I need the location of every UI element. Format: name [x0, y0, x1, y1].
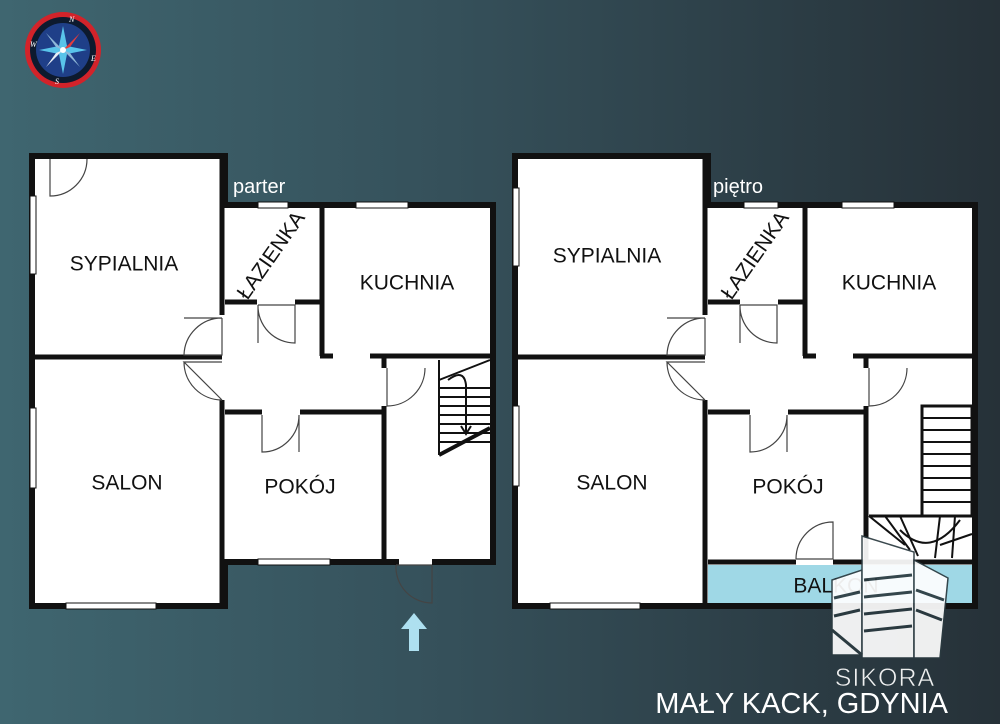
- ground-living-label: SALON: [91, 472, 162, 495]
- compass-south: S: [55, 77, 59, 86]
- ground-floor-plan: parter SYPIALNIA ŁAZIENKA KUCHNIA SALON …: [29, 153, 496, 651]
- upper-bedroom-label: SYPIALNIA: [553, 245, 662, 268]
- upper-floor-label: piętro: [713, 176, 763, 198]
- location-caption: MAŁY KACK, GDYNIA: [655, 688, 948, 720]
- upper-floor-plan: piętro SYPIALNIA ŁAZIENKA KUCHNIA SALON …: [512, 153, 978, 610]
- entrance-arrow-icon: [401, 613, 427, 651]
- upper-living-label: SALON: [576, 472, 647, 495]
- ground-kitchen-label: KUCHNIA: [360, 272, 455, 295]
- brand-logo-text: SIKORA: [835, 664, 935, 692]
- compass-west: W: [30, 40, 38, 49]
- ground-bedroom-label: SYPIALNIA: [70, 253, 179, 276]
- upper-room-label: POKÓJ: [752, 476, 823, 499]
- compass-east: E: [90, 54, 96, 63]
- ground-room-label: POKÓJ: [264, 476, 335, 499]
- compass-north: N: [68, 15, 75, 24]
- ground-floor-label: parter: [233, 176, 286, 198]
- compass-icon: N S E W: [25, 12, 101, 88]
- upper-kitchen-label: KUCHNIA: [842, 272, 937, 295]
- sikora-logo-icon: SIKORA: [831, 534, 949, 692]
